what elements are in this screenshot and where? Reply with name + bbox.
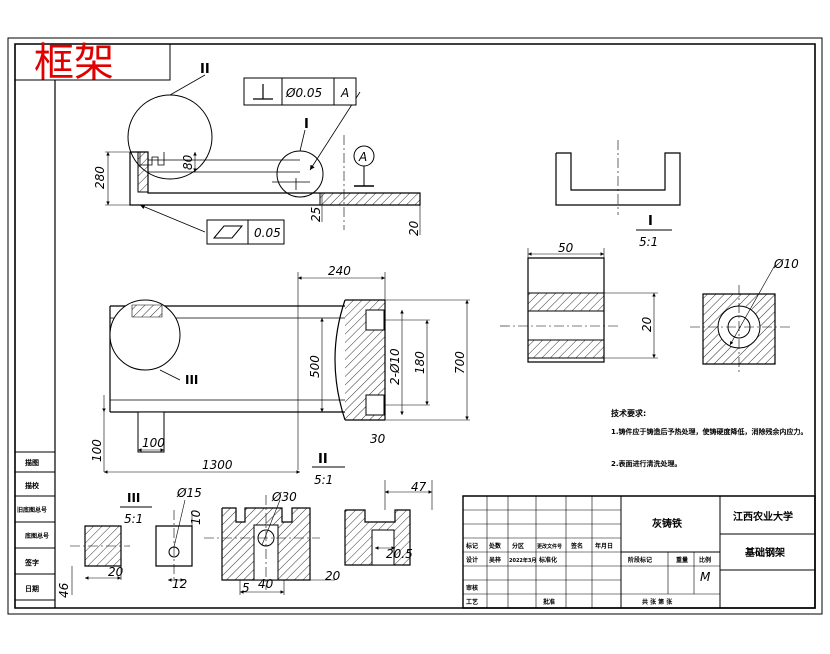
tb-sheets: 共 张 第 张 — [642, 598, 673, 606]
tech-notes-line1: 1.铸件应于铸造后予热处理，使铸硬度降低，消除残余内应力。 — [611, 427, 808, 436]
strip-label-4: 签字 — [24, 558, 39, 567]
flatness-frame: 0.05 — [207, 220, 284, 244]
tb-ratio: 比例 — [699, 556, 711, 564]
dim-100-a: 100 — [90, 439, 104, 462]
tb-process: 工艺 — [466, 598, 478, 606]
tb-hdr-4: 签名 — [570, 542, 583, 550]
tb-hdr-0: 标记 — [465, 542, 478, 550]
tech-notes-title: 技术要求: — [611, 408, 646, 418]
sheet-inner-border — [15, 44, 815, 608]
dim-50: 50 — [558, 241, 574, 255]
dim-2phi10: 2-Ø10 — [388, 348, 402, 385]
dim-12: 12 — [172, 577, 187, 591]
tb-hdr-2: 分区 — [512, 542, 524, 550]
strip-label-1: 描校 — [25, 481, 40, 490]
dim-10: 10 — [189, 509, 203, 525]
flat-value: 0.05 — [254, 226, 281, 240]
dim-20-c: 20 — [108, 565, 124, 579]
top-view — [102, 272, 470, 474]
tb-ratio-value: M — [700, 570, 711, 584]
dim-100-b: 100 — [142, 436, 165, 450]
left-strip: 描图 描校 旧底图总号 底图总号 签字 日期 — [15, 80, 55, 608]
perpendicularity-frame: Ø0.05 A — [244, 78, 356, 105]
strip-label-0: 描图 — [25, 458, 39, 467]
view-ii-name: II — [318, 452, 328, 467]
view-iii-scale: 5:1 — [124, 512, 143, 526]
header-mark-box — [15, 44, 170, 80]
tb-stage: 阶段标记 — [628, 556, 652, 564]
tb-review: 审核 — [466, 584, 478, 592]
tb-part-name: 基础钢架 — [744, 546, 785, 559]
tb-hdr-5: 年月日 — [595, 542, 613, 550]
dim-5: 5 — [242, 581, 250, 595]
dim-phi10: Ø10 — [773, 257, 799, 271]
dim-phi15: Ø15 — [176, 486, 202, 500]
view-iii-name: III — [127, 491, 140, 505]
dim-20-5: 20.5 — [386, 547, 413, 561]
detail-circle-i — [277, 151, 323, 197]
dim-80: 80 — [181, 154, 195, 170]
title-block — [463, 496, 815, 608]
dim-phi30: Ø30 — [271, 490, 297, 504]
dim-1300: 1300 — [202, 458, 233, 472]
view-i-name: I — [648, 214, 653, 229]
detail-circle-iii — [110, 300, 180, 370]
dim-20-b: 20 — [640, 316, 654, 332]
mark-iii-top-view: III — [185, 373, 198, 387]
strip-label-2: 旧底图总号 — [17, 506, 47, 514]
datum-a: A — [354, 146, 374, 186]
dim-25: 25 — [309, 207, 323, 222]
perp-value: Ø0.05 — [285, 86, 322, 100]
tb-design-1: 吴梓 — [489, 556, 501, 564]
mark-i-top: I — [304, 117, 309, 132]
dim-46: 46 — [57, 582, 71, 598]
dim-47: 47 — [411, 480, 427, 494]
sheet-outer-border — [8, 38, 822, 614]
dim-500: 500 — [308, 355, 322, 378]
tech-notes-line2: 2.表面进行清洗处理。 — [611, 459, 682, 468]
dim-700: 700 — [453, 351, 467, 374]
tb-material: 灰铸铁 — [652, 517, 682, 530]
dim-280: 280 — [93, 166, 107, 189]
dim-20-d: 20 — [325, 569, 341, 583]
tb-approve: 批准 — [543, 598, 555, 606]
strip-label-3: 底图总号 — [25, 532, 49, 540]
view-i-scale: 5:1 — [639, 235, 658, 249]
tb-weight: 重量 — [676, 556, 688, 564]
tb-hdr-1: 处数 — [488, 542, 502, 550]
svg-text:A: A — [358, 150, 367, 164]
dim-20-a: 20 — [407, 220, 421, 236]
tb-design-0: 设计 — [466, 556, 478, 564]
dim-240: 240 — [328, 264, 351, 278]
front-view — [105, 75, 420, 235]
tb-school: 江西农业大学 — [733, 510, 793, 523]
detail-circle-ii — [128, 95, 212, 179]
mark-ii-top: II — [200, 62, 210, 77]
detail-iii-view — [70, 480, 432, 595]
dim-30-a: 30 — [370, 432, 386, 446]
strip-label-5: 日期 — [25, 584, 39, 593]
tb-design-3: 标准化 — [538, 556, 557, 564]
header-mark: 框架 — [34, 40, 114, 86]
tb-hdr-3: 更改文件号 — [537, 543, 562, 550]
section-view — [500, 248, 790, 375]
tb-design-2: 2022年3月 — [509, 557, 536, 564]
dim-40: 40 — [258, 577, 274, 591]
dim-180: 180 — [413, 351, 427, 374]
detail-i-view — [556, 140, 680, 215]
perp-datum: A — [340, 86, 349, 100]
view-ii-scale: 5:1 — [314, 473, 333, 487]
